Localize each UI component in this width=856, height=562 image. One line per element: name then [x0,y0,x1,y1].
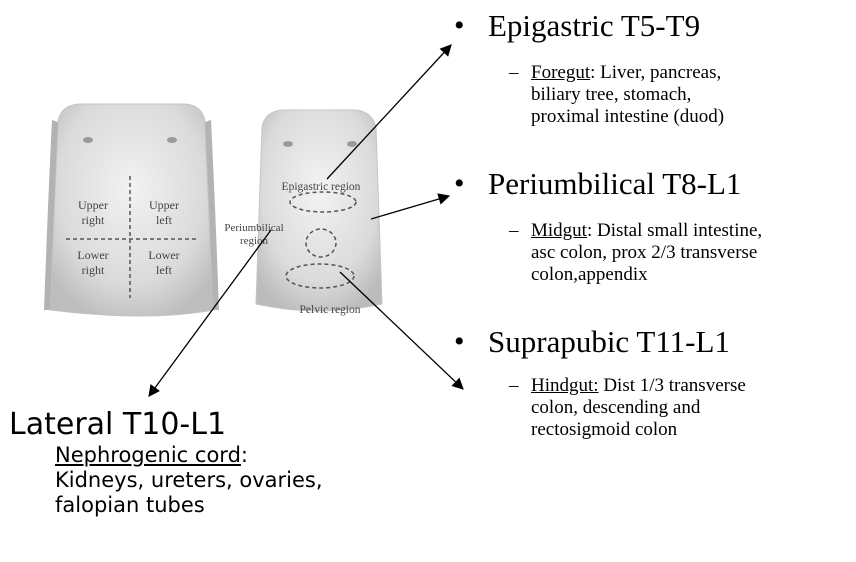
detail-line: colon, descending and [531,397,746,419]
lateral-detail: Nephrogenic cord: Kidneys, ureters, ovar… [55,443,323,518]
quadrant-label-lower-right-line2: right [82,263,105,277]
region-torso: Epigastric region Periumbilical region P… [224,110,382,316]
bullet-periumbilical: • Periumbilical T8-L1 [488,167,741,201]
detail-line: biliary tree, stomach, [531,84,724,106]
periumbilical-region-label-line2: region [240,235,269,247]
detail-line: Kidneys, ureters, ovaries, [55,468,323,493]
embryonic-origin: Nephrogenic cord [55,443,241,467]
detail-line: falopian tubes [55,493,323,518]
chest-mark [167,137,177,143]
detail-line: Nephrogenic cord: [55,443,323,468]
arrow-to-suprapubic [340,272,463,389]
organ-list: : Distal small intestine, [587,220,762,241]
torso-outline-left [50,104,213,316]
detail-line: Midgut: Distal small intestine, [531,220,762,242]
chest-mark [347,141,357,147]
detail-line: proximal intestine (duod) [531,106,724,128]
pelvic-region-label: Pelvic region [300,304,361,316]
chest-mark [283,141,293,147]
periumbilical-region-label-line1: Periumbilical [224,222,283,234]
detail-line: asc colon, prox 2/3 transverse [531,242,762,264]
chest-mark [83,137,93,143]
bullet-epigastric-detail: – Foregut: Liver, pancreas, biliary tree… [531,62,724,128]
bullet-dot: • [454,325,465,359]
quadrant-torso: Upper right Upper left Lower right Lower… [44,104,219,316]
sub-dash: – [509,62,519,84]
bullet-title: Periumbilical T8-L1 [488,167,741,201]
bullet-suprapubic-detail: – Hindgut: Dist 1/3 transverse colon, de… [531,375,746,441]
quadrant-label-lower-right-line1: Lower [77,248,108,262]
detail-line: colon,appendix [531,264,762,286]
bullet-dot: • [454,9,465,43]
sub-dash: – [509,220,519,242]
detail-line: rectosigmoid colon [531,419,746,441]
quadrant-label-upper-right-line2: right [82,213,105,227]
colon-suffix: : [241,443,248,467]
embryonic-origin: Midgut [531,220,587,241]
quadrant-label-upper-right-line1: Upper [78,198,108,212]
quadrant-label-upper-left-line1: Upper [149,198,179,212]
bullet-title: Suprapubic T11-L1 [488,325,730,359]
quadrant-label-lower-left-line1: Lower [148,248,179,262]
detail-line: Hindgut: Dist 1/3 transverse [531,375,746,397]
detail-line: Foregut: Liver, pancreas, [531,62,724,84]
bullet-title: Epigastric T5-T9 [488,9,700,43]
embryonic-origin: Hindgut: [531,375,599,396]
bullet-dot: • [454,167,465,201]
sub-dash: – [509,375,519,397]
lateral-block: Lateral T10-L1 Nephrogenic cord: Kidneys… [9,407,323,518]
quadrant-label-upper-left-line2: left [156,213,173,227]
epigastric-region-label: Epigastric region [282,181,361,193]
organ-list: : Liver, pancreas, [590,62,721,83]
bullet-epigastric: • Epigastric T5-T9 [488,9,700,43]
arrow-to-periumbilical [371,196,449,219]
embryonic-origin: Foregut [531,62,590,83]
lateral-title: Lateral T10-L1 [9,407,323,443]
organ-list: Dist 1/3 transverse [599,375,746,396]
bullet-periumbilical-detail: – Midgut: Distal small intestine, asc co… [531,220,762,286]
quadrant-label-lower-left-line2: left [156,263,173,277]
bullet-suprapubic: • Suprapubic T11-L1 [488,325,730,359]
